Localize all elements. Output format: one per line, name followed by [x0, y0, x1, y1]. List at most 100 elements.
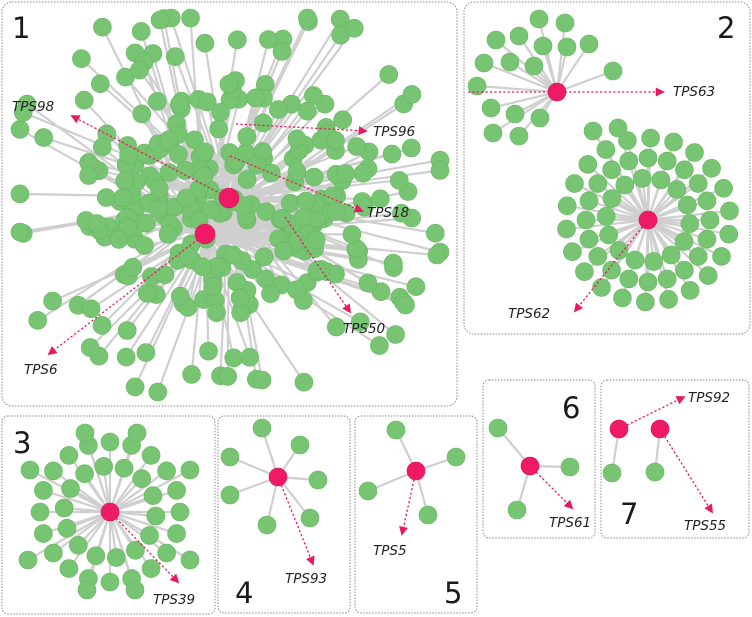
- panel-1-node-235: [74, 90, 94, 110]
- label-tps61: TPS61: [549, 515, 591, 531]
- panel-1-node-30: [304, 167, 324, 187]
- panel-1-node-270: [117, 321, 137, 340]
- panel-3-star-node-40: [77, 580, 97, 600]
- panel-2-star-a-node-3: [509, 26, 529, 46]
- panel-1-node-173: [194, 166, 214, 186]
- panel-1-node-177: [170, 95, 189, 114]
- panel-1-node-208: [109, 230, 129, 249]
- panel-5-star-node-3: [418, 505, 438, 525]
- panel-7-box: [600, 379, 750, 539]
- panel-2-star-a-node-15: [483, 123, 503, 143]
- panel-2-star-b-node-55: [720, 201, 739, 221]
- panel-2-star-b-node-38: [659, 290, 678, 309]
- panel-1-node-202: [158, 225, 178, 244]
- panel-1-node-215: [123, 257, 143, 277]
- panel-3-star-node-8: [61, 479, 80, 498]
- panel-2-star-b-edge-26: [596, 182, 650, 222]
- panel-2-star-a-node-12: [481, 98, 501, 118]
- panel-1-node-261: [131, 22, 151, 41]
- panel-2-star-b-node-29: [638, 148, 658, 168]
- panel-2-star-b-node-54: [714, 179, 733, 198]
- panel-2-star-b-node-34: [719, 224, 739, 244]
- panel-1-node-276: [344, 18, 364, 38]
- panel-4-star-node-4: [220, 485, 240, 505]
- panel-1-node-171: [93, 137, 112, 157]
- panel-2-star-b-node-24: [576, 210, 596, 230]
- panel-2-star-a-node-16: [509, 126, 529, 146]
- panel-1-node-188: [170, 286, 190, 306]
- panel-2-star-b-node-56: [583, 121, 603, 141]
- panel-2-star-b-node-13: [677, 195, 697, 215]
- panel-2-star-a-node-4: [533, 36, 553, 56]
- panel-1-node-138: [336, 164, 356, 183]
- panel-2-star-b-edge-25: [587, 199, 650, 222]
- panel-3-star-node-23: [34, 524, 53, 543]
- panel-1-node-300: [10, 222, 30, 242]
- panel-2-star-b-node-27: [602, 160, 621, 180]
- panel-2-star-a-node-5: [557, 37, 577, 57]
- panel-2-star-b-node-57: [608, 118, 628, 138]
- panel-2-star-b-node-48: [596, 140, 616, 159]
- panel-2-star-a-node-2: [486, 30, 506, 50]
- panel-7-star-a-node-0: [602, 463, 622, 483]
- panel-3-star-node-9: [75, 464, 94, 484]
- panel-2-star-a-node-11: [467, 76, 487, 96]
- panel-2-star-b-node-5: [609, 241, 629, 260]
- panel-3-star-node-26: [44, 461, 63, 481]
- panel-1-node-243: [350, 312, 370, 332]
- panel-2-number: 2: [717, 11, 735, 45]
- panel-4-star-node-2: [220, 447, 240, 467]
- panel-2-star-b-node-18: [657, 269, 677, 289]
- panel-1-node-293: [199, 341, 218, 361]
- panel-2-star-b-node-25: [579, 191, 599, 211]
- panel-1-node-244: [10, 184, 30, 204]
- panel-2-star-b-node-17: [675, 260, 694, 280]
- panel-1-node-124: [211, 103, 230, 122]
- panel-3-star-node-35: [127, 423, 147, 443]
- panel-1-node-307: [150, 10, 170, 30]
- panel-3-star-node-24: [30, 502, 50, 522]
- panel-2-star-b-node-46: [565, 174, 584, 193]
- panel-1-node-277: [43, 291, 62, 311]
- panel-1-node-185: [274, 241, 294, 261]
- panel-1-node-286: [13, 103, 33, 122]
- panel-1-node-178: [296, 191, 316, 211]
- pointer-tps50: [284, 216, 352, 314]
- pointer-tps62: [573, 219, 649, 313]
- panel-2-star-b-node-16: [688, 247, 708, 266]
- panel-2-star-b-node-42: [575, 262, 594, 282]
- panel-1-node-241: [379, 65, 399, 84]
- panel-2-star-a-edge-12: [489, 90, 559, 110]
- panel-1-node-153: [138, 284, 157, 303]
- panel-3-star-node-31: [141, 446, 161, 465]
- panel-3-star-node-11: [114, 458, 134, 478]
- panel-2-star-b-node-2: [661, 245, 681, 265]
- panel-5-star-node-1: [446, 447, 466, 467]
- panel-3-star-edge-26: [52, 469, 112, 514]
- panel-3-star-node-6: [57, 518, 77, 538]
- panel-6-star-node-1: [560, 457, 580, 477]
- panel-2-star-b-node-14: [700, 210, 720, 230]
- panel-2-star-a-node-8: [474, 53, 494, 73]
- panel-1-node-128: [253, 113, 273, 133]
- panel-1-node-305: [427, 245, 447, 265]
- panel-1-node-143: [115, 171, 134, 191]
- panel-2-star-b-node-21: [602, 260, 621, 280]
- panel-1-node-252: [382, 144, 402, 164]
- panel-3-star-node-1: [140, 526, 159, 545]
- panel-3-star-node-22: [44, 543, 63, 563]
- panel-3-star-node-10: [94, 457, 113, 476]
- label-tps98: TPS98: [12, 99, 54, 115]
- panel-1-node-280: [218, 367, 237, 386]
- panel-1-node-72: [198, 92, 217, 112]
- panel-3-star-node-13: [143, 486, 163, 506]
- panel-1-node-169: [304, 86, 323, 105]
- panel-3-star-node-0: [146, 506, 166, 526]
- panel-2-star-b-node-7: [596, 207, 616, 226]
- panel-3-star-edge-17: [108, 510, 153, 570]
- panel-2-star-b-node-10: [632, 169, 652, 188]
- panel-2-star-b-node-32: [688, 174, 708, 193]
- panel-2-star-b-node-41: [592, 278, 611, 297]
- panel-2-star-a-edge-11: [475, 84, 559, 94]
- panel-3-star-node-29: [100, 432, 120, 452]
